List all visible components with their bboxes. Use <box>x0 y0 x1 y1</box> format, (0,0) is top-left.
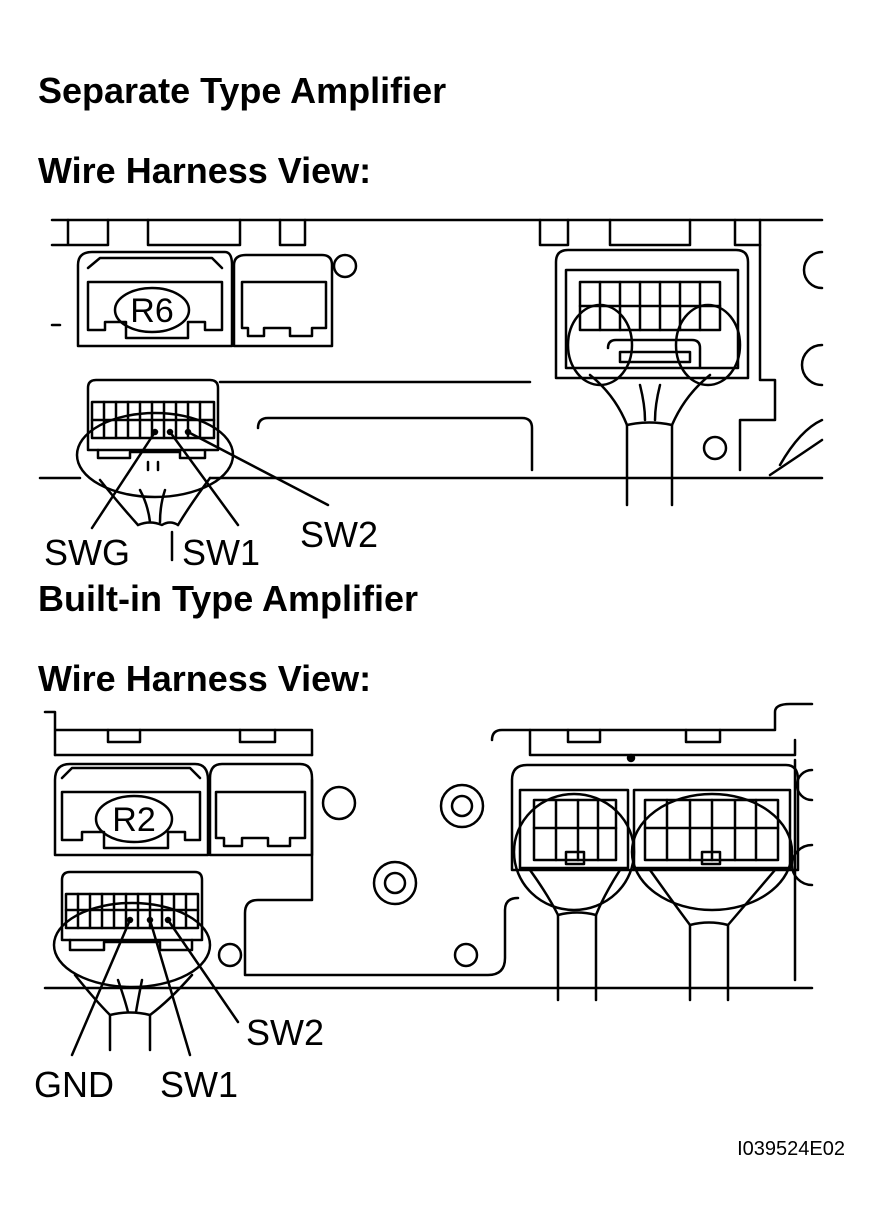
r2-side-connector <box>208 762 314 857</box>
terminal-label-sw2-builtin: SW2 <box>246 1012 324 1053</box>
section2-subtitle: Wire Harness View: <box>38 658 372 699</box>
leader-sw1 <box>168 430 240 527</box>
terminal-label-sw2: SW2 <box>300 514 378 555</box>
builtin-amplifier-view <box>43 702 814 1057</box>
r2-connector <box>53 762 210 857</box>
terminal-label-sw1-builtin: SW1 <box>160 1064 238 1105</box>
right-twin-connectors <box>510 763 800 1002</box>
side-connector <box>232 253 334 348</box>
leader-sw2 <box>186 430 330 507</box>
right-large-connector <box>554 248 750 507</box>
r6-connector <box>76 250 234 348</box>
terminal-label-gnd: GND <box>34 1064 114 1105</box>
terminal-label-sw1: SW1 <box>182 532 260 573</box>
leader-sw1-b <box>148 918 192 1057</box>
leader-gnd <box>70 918 132 1057</box>
section1-title: Separate Type Amplifier <box>38 70 447 111</box>
section2-title: Built-in Type Amplifier <box>38 578 419 619</box>
connector-id-r2: R2 <box>112 801 155 839</box>
connector-id-r6: R6 <box>130 292 173 330</box>
section1-subtitle: Wire Harness View: <box>38 150 372 191</box>
separate-amplifier-view <box>38 218 824 562</box>
figure-code: I039524E02 <box>737 1138 845 1160</box>
terminal-label-swg: SWG <box>44 532 130 573</box>
leader-swg <box>90 430 157 530</box>
builtin-terminal-connector <box>52 870 212 1052</box>
leader-sw2-b <box>166 918 240 1024</box>
